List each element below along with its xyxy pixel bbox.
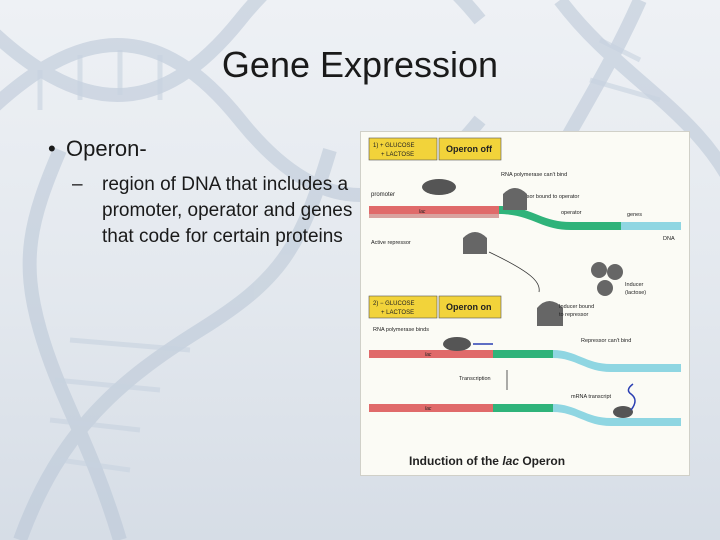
label-inducer-bound-1: Inducer bound bbox=[559, 304, 594, 310]
lac-operon-figure: 1) + GLUCOSE + LACTOSE Operon off RNA po… bbox=[360, 131, 690, 476]
inducer-molecule-1 bbox=[591, 262, 607, 278]
promoter-strand-2 bbox=[369, 350, 493, 358]
label-lac-2: lac bbox=[425, 352, 432, 358]
rna-polymerase-1 bbox=[422, 179, 456, 195]
panel1-condition-line1: 1) + GLUCOSE bbox=[373, 143, 415, 149]
repressor-bound-1 bbox=[503, 188, 527, 210]
operator-strand-2 bbox=[493, 350, 553, 358]
label-repressor-bound: Repressor bound to operator bbox=[509, 194, 579, 200]
inducer-bound-repressor bbox=[537, 301, 563, 326]
active-repressor bbox=[463, 232, 487, 254]
label-lac-1: lac bbox=[419, 209, 426, 215]
slide-title: Gene Expression bbox=[221, 44, 499, 85]
panel2-state-box bbox=[438, 295, 502, 319]
sub-bullet-text: region of DNA that includes a promoter, … bbox=[102, 174, 353, 247]
rna-polymerase-3 bbox=[613, 406, 633, 418]
promoter-strand-1 bbox=[369, 206, 499, 214]
promoter-strand-3 bbox=[369, 404, 493, 412]
label-lac-3: lac bbox=[425, 406, 432, 412]
label-transcription: Transcription bbox=[459, 376, 491, 382]
genes-strand-1 bbox=[621, 222, 681, 230]
label-rna-pol-binds: RNA polymerase binds bbox=[373, 327, 429, 333]
label-inducer-bound-2: to repressor bbox=[559, 312, 589, 318]
label-mrna: mRNA transcript bbox=[571, 394, 612, 400]
panel2-condition-box bbox=[368, 295, 438, 319]
label-rna-pol-cant-bind: RNA polymerase can't bind bbox=[501, 172, 567, 178]
panel1-condition-line2: + LACTOSE bbox=[381, 152, 414, 158]
panel2-state: Operon on bbox=[446, 302, 492, 312]
mrna-strand bbox=[627, 383, 636, 411]
bullet-dot-icon: • bbox=[48, 136, 56, 161]
panel1-state-box bbox=[438, 137, 502, 161]
genes-strand-2 bbox=[553, 350, 681, 372]
label-repressor-cant-bind: Repressor can't bind bbox=[581, 338, 631, 344]
label-operator: operator bbox=[561, 210, 582, 216]
panel1-state: Operon off bbox=[446, 144, 493, 154]
inducer-molecule-3 bbox=[597, 280, 613, 296]
lac-operon-diagram: 1) + GLUCOSE + LACTOSE Operon off RNA po… bbox=[368, 137, 681, 468]
label-inducer: Inducer bbox=[625, 282, 644, 288]
sub-bullet-dash: – bbox=[72, 174, 83, 195]
inducer-molecule-2 bbox=[607, 264, 623, 280]
panel2-condition-line2: + LACTOSE bbox=[381, 310, 414, 316]
label-dna: DNA bbox=[663, 236, 675, 242]
panel2-condition-line1: 2) − GLUCOSE bbox=[373, 301, 415, 307]
panel1-condition-box bbox=[368, 137, 438, 161]
operator-strand-3 bbox=[493, 404, 553, 412]
genes-strand-3 bbox=[553, 404, 681, 426]
bullet-item: • Operon- bbox=[48, 136, 147, 162]
label-promoter: promoter bbox=[371, 192, 395, 198]
bullet-text: Operon- bbox=[66, 136, 147, 161]
label-inducer-lactose: (lactose) bbox=[625, 290, 646, 296]
figure-caption: Induction of the lac Operon bbox=[409, 454, 565, 468]
rna-polymerase-2 bbox=[443, 337, 471, 351]
operator-strand-1 bbox=[499, 206, 621, 230]
arrow-to-inducer bbox=[488, 251, 540, 293]
label-active-repressor: Active repressor bbox=[371, 240, 411, 246]
label-genes: genes bbox=[627, 212, 642, 218]
